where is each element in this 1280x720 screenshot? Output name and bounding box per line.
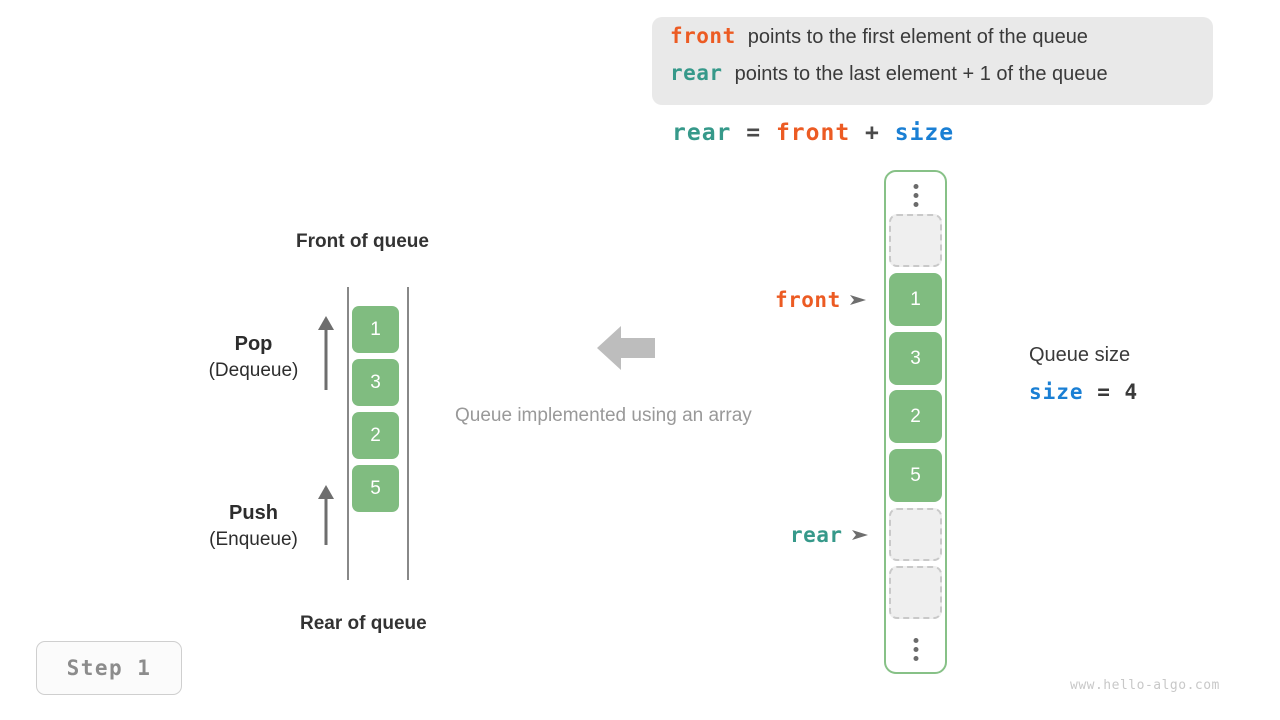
front-keyword: front — [670, 24, 736, 48]
pop-subtitle: (Dequeue) — [208, 360, 299, 381]
formula-rear: rear — [672, 120, 732, 146]
left-arrow-icon — [597, 322, 655, 379]
queue-cell: 2 — [352, 412, 399, 459]
formula-plus: + — [850, 120, 895, 146]
size-keyword: size — [1029, 380, 1084, 404]
front-description: points to the first element of the queue — [747, 26, 1088, 48]
push-up-arrow-icon — [317, 485, 335, 550]
push-title: Push — [229, 502, 278, 524]
front-of-queue-label: Front of queue — [296, 231, 429, 252]
rear-pointer-text: rear — [790, 523, 843, 547]
queue-cell: 5 — [352, 465, 399, 512]
pointer-arrow-icon — [849, 294, 866, 306]
rear-pointer-label: rear — [790, 523, 868, 547]
formula-rear-equals-front-plus-size: rear = front + size — [672, 120, 954, 146]
pop-operation-label: Pop (Dequeue) — [186, 333, 321, 382]
pop-up-arrow-icon — [317, 316, 335, 395]
array-container — [884, 170, 947, 674]
legend-box: front points to the first element of the… — [652, 17, 1213, 105]
pointer-arrow-icon — [851, 529, 868, 541]
formula-front: front — [775, 120, 851, 146]
pop-title: Pop — [234, 333, 273, 355]
rear-description: points to the last element + 1 of the qu… — [734, 63, 1108, 85]
array-cell-filled: 2 — [889, 390, 942, 443]
array-cell-empty — [889, 214, 942, 267]
array-cell-empty — [889, 566, 942, 619]
array-cell-filled: 1 — [889, 273, 942, 326]
legend-row-front: front points to the first element of the… — [670, 24, 1195, 61]
queue-rail-left — [347, 287, 349, 580]
formula-equals: = — [731, 120, 776, 146]
array-cell-filled: 3 — [889, 332, 942, 385]
rear-of-queue-label: Rear of queue — [300, 613, 427, 634]
center-caption: Queue implemented using an array — [455, 405, 752, 426]
front-pointer-text: front — [775, 288, 841, 312]
rear-keyword: rear — [670, 61, 723, 85]
step-badge: Step 1 — [36, 641, 182, 695]
watermark: www.hello-algo.com — [1070, 678, 1220, 693]
array-cell-filled: 5 — [889, 449, 942, 502]
queue-cell: 1 — [352, 306, 399, 353]
push-subtitle: (Enqueue) — [209, 529, 298, 550]
size-value: 4 — [1124, 380, 1139, 404]
queue-rail-right — [407, 287, 409, 580]
size-equals: = — [1083, 380, 1125, 404]
formula-size: size — [894, 120, 955, 146]
array-cell-empty — [889, 508, 942, 561]
ellipsis-bottom-icon — [913, 638, 918, 661]
queue-size-label: Queue size — [1029, 344, 1131, 366]
push-operation-label: Push (Enqueue) — [186, 502, 321, 551]
legend-row-rear: rear points to the last element + 1 of t… — [670, 61, 1195, 98]
front-pointer-label: front — [775, 288, 866, 312]
queue-cell: 3 — [352, 359, 399, 406]
size-expression: size = 4 — [1029, 380, 1138, 404]
ellipsis-top-icon — [913, 184, 918, 207]
